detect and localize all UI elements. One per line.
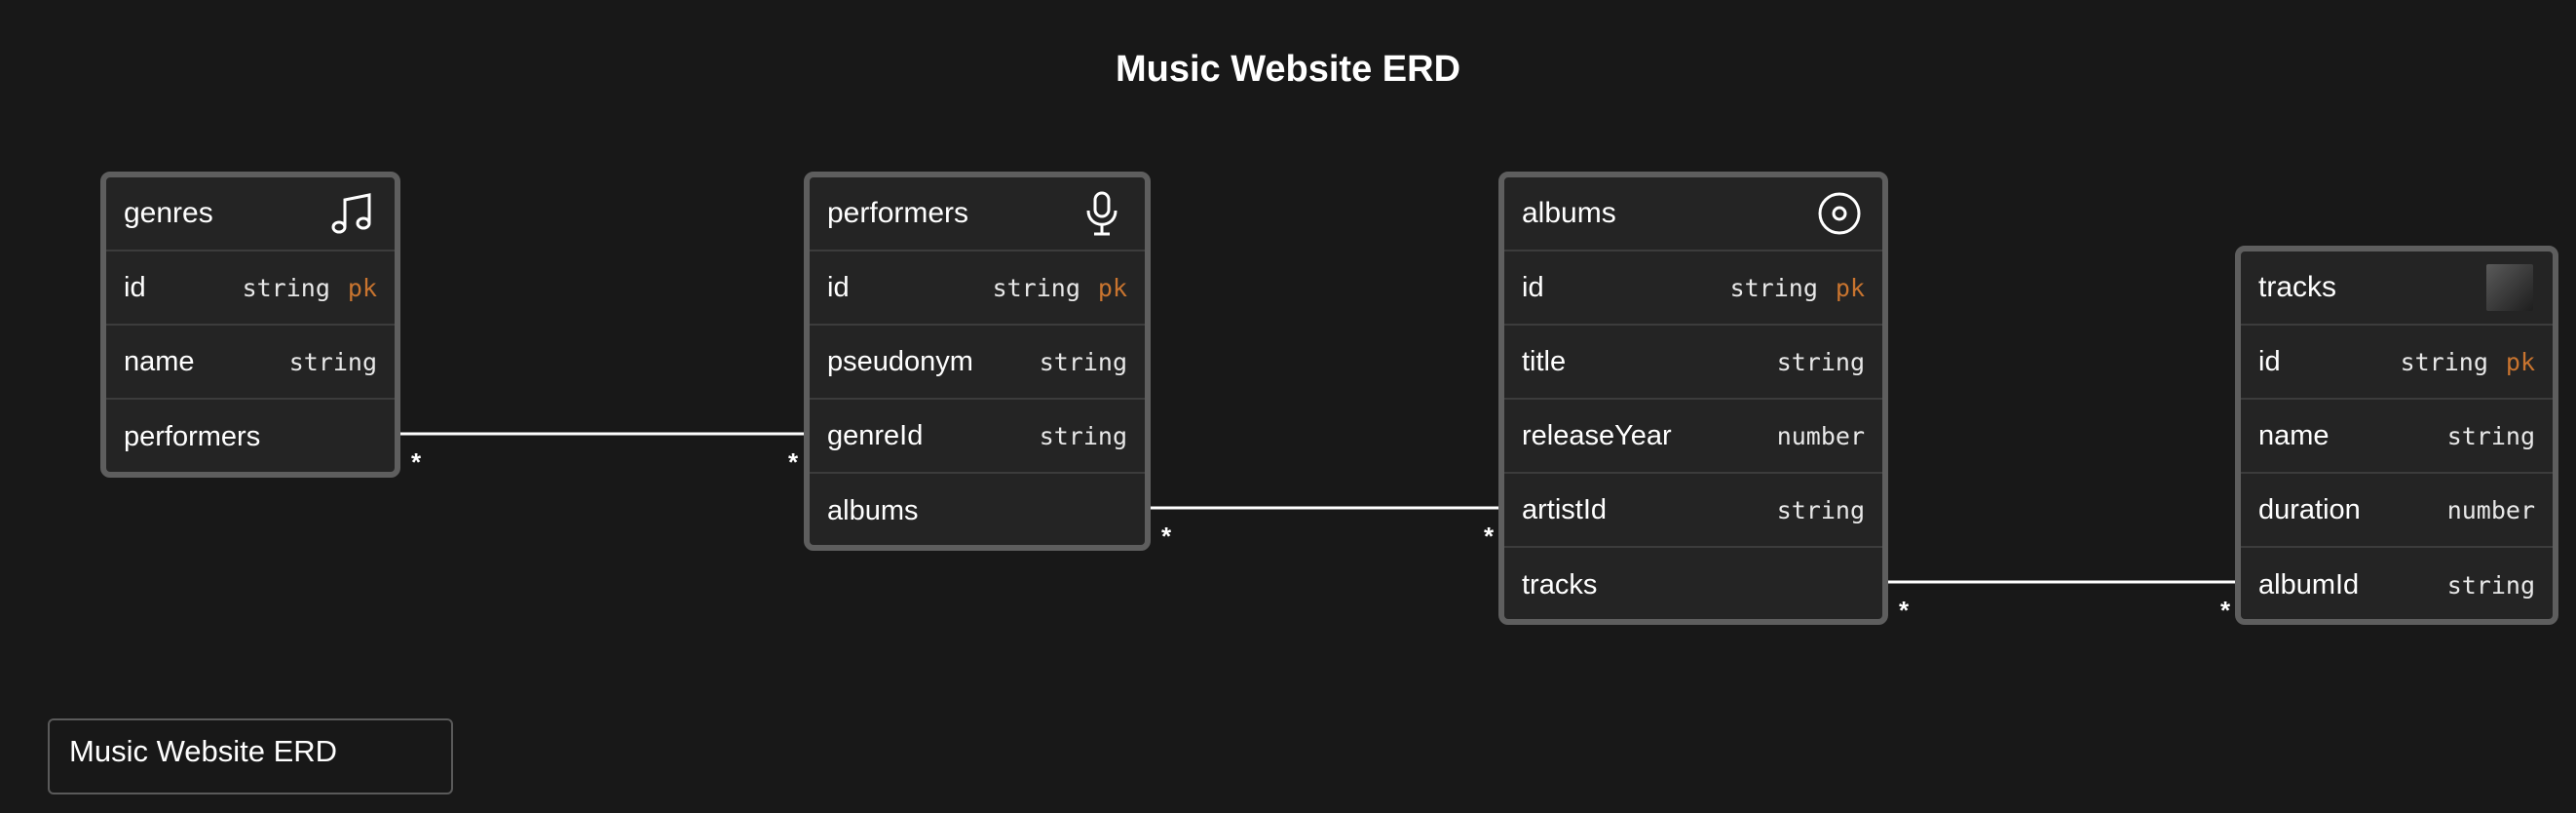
- field-name: name: [2258, 419, 2330, 451]
- table-header: genres: [106, 177, 395, 252]
- field-name: duration: [2258, 493, 2361, 525]
- table-name: tracks: [2258, 271, 2337, 303]
- table-row[interactable]: duration number: [2241, 474, 2553, 548]
- table-row[interactable]: name string: [2241, 400, 2553, 474]
- cardinality-label: *: [1899, 596, 1910, 625]
- pk-badge: pk: [1097, 273, 1127, 302]
- pk-badge: pk: [347, 273, 377, 302]
- table-name: performers: [827, 197, 969, 229]
- cardinality-label: *: [788, 447, 799, 477]
- table-row[interactable]: releaseYear number: [1504, 400, 1882, 474]
- table-albums[interactable]: albums id string pk title string releaseY…: [1498, 172, 1888, 625]
- relation-performers-albums[interactable]: * *: [1137, 503, 1512, 551]
- field-name: tracks: [1522, 568, 1598, 600]
- field-name: name: [124, 345, 195, 377]
- field-name: performers: [124, 420, 261, 452]
- pk-badge: pk: [1835, 273, 1865, 302]
- cardinality-label: *: [1484, 522, 1495, 551]
- microphone-icon: [1077, 188, 1127, 239]
- table-row[interactable]: pseudonym string: [810, 326, 1145, 400]
- cardinality-label: *: [1161, 522, 1172, 551]
- field-type: string: [992, 273, 1080, 302]
- table-row[interactable]: title string: [1504, 326, 1882, 400]
- table-header: tracks: [2241, 252, 2553, 326]
- field-name: releaseYear: [1522, 419, 1672, 451]
- field-type: string: [2400, 347, 2488, 376]
- album-cover-icon: [2484, 262, 2535, 313]
- disc-icon: [1814, 188, 1865, 239]
- diagram-title: Music Website ERD: [1115, 49, 1461, 90]
- diagram-legend-box[interactable]: Music Website ERD: [48, 718, 453, 794]
- table-genres[interactable]: genres id string pk name string performer…: [100, 172, 400, 478]
- table-row[interactable]: albums: [810, 474, 1145, 545]
- field-name: genreId: [827, 419, 924, 451]
- field-type: string: [1039, 421, 1127, 450]
- table-tracks[interactable]: tracks id string pk name string duration …: [2235, 246, 2558, 625]
- field-type: string: [242, 273, 330, 302]
- table-row[interactable]: id string pk: [810, 252, 1145, 326]
- field-name: id: [2258, 345, 2281, 377]
- field-type: string: [1776, 347, 1865, 376]
- relation-albums-tracks[interactable]: * *: [1875, 577, 2249, 625]
- field-type: string: [1039, 347, 1127, 376]
- field-type: string: [1729, 273, 1818, 302]
- field-type: string: [1776, 495, 1865, 524]
- field-name: albums: [827, 494, 919, 526]
- table-row[interactable]: id string pk: [106, 252, 395, 326]
- field-name: albumId: [2258, 568, 2360, 600]
- table-name: genres: [124, 197, 213, 229]
- field-name: id: [124, 271, 146, 303]
- field-type: string: [2446, 421, 2535, 450]
- table-row[interactable]: tracks: [1504, 548, 1882, 619]
- table-row[interactable]: name string: [106, 326, 395, 400]
- table-row[interactable]: genreId string: [810, 400, 1145, 474]
- table-header: performers: [810, 177, 1145, 252]
- table-row[interactable]: id string pk: [1504, 252, 1882, 326]
- table-name: albums: [1522, 197, 1616, 229]
- field-name: id: [827, 271, 850, 303]
- pk-badge: pk: [2505, 347, 2535, 376]
- field-type: number: [2446, 495, 2535, 524]
- table-row[interactable]: performers: [106, 400, 395, 472]
- table-row[interactable]: albumId string: [2241, 548, 2553, 619]
- cardinality-label: *: [2220, 596, 2231, 625]
- music-note-icon: [326, 188, 377, 239]
- field-type: string: [288, 347, 377, 376]
- field-name: id: [1522, 271, 1544, 303]
- cardinality-label: *: [411, 447, 422, 477]
- field-name: artistId: [1522, 493, 1608, 525]
- table-row[interactable]: artistId string: [1504, 474, 1882, 548]
- table-header: albums: [1504, 177, 1882, 252]
- field-type: number: [1776, 421, 1865, 450]
- field-name: title: [1522, 345, 1567, 377]
- field-name: pseudonym: [827, 345, 973, 377]
- table-row[interactable]: id string pk: [2241, 326, 2553, 400]
- field-type: string: [2446, 570, 2535, 600]
- relation-genres-performers[interactable]: * *: [387, 429, 816, 477]
